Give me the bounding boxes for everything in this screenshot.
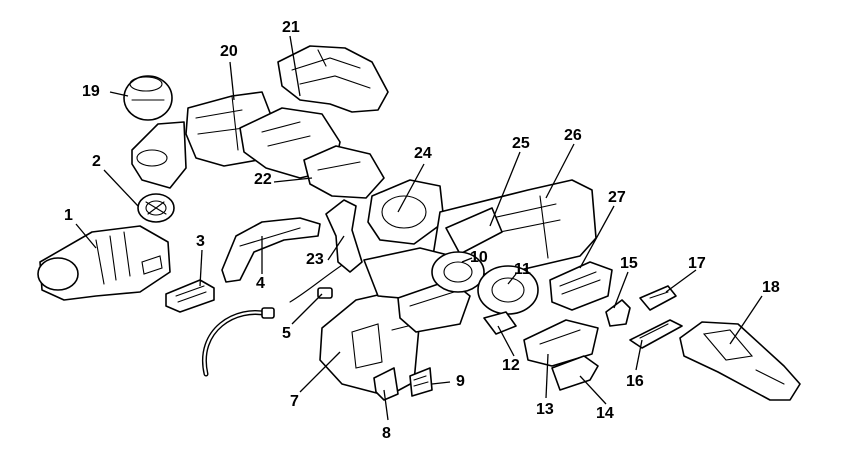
callout-13: 13 [536,401,554,418]
callout-15: 15 [620,255,638,272]
part-12-clip [483,311,517,335]
callout-7: 7 [290,393,299,410]
part-22-blower-cluster [239,107,385,199]
part-3-vent [165,279,215,313]
callout-19: 19 [82,83,100,100]
callout-10: 10 [470,249,488,266]
part-18-console [679,321,801,401]
callout-24: 24 [414,145,432,162]
part-15-bracket [605,299,631,327]
callout-18: 18 [762,279,780,296]
part-16-slotted-bar [629,319,683,349]
callout-1: 1 [64,207,73,224]
part-13-bezel [523,319,599,367]
callout-16: 16 [626,373,644,390]
callout-12: 12 [502,357,520,374]
callout-9: 9 [456,373,465,390]
callout-8: 8 [382,425,391,442]
callout-25: 25 [512,135,530,152]
part-5-cable [202,259,351,377]
part-9-switch [409,367,433,397]
part-10-vent [431,251,485,293]
part-blower-housing [131,121,187,189]
callout-21: 21 [282,19,300,36]
part-14-switch [551,355,599,391]
callout-23: 23 [306,251,324,268]
part-2-blower-fan [137,193,175,223]
part-1-air-intake [37,225,171,301]
part-25-center-vent [445,207,503,255]
callout-5: 5 [282,325,291,342]
part-27-control-module [549,261,613,311]
callout-27: 27 [608,189,626,206]
part-21-duct-housing [277,45,389,113]
callout-20: 20 [220,43,238,60]
part-17-switch [639,285,677,311]
part-4-curved-duct [221,217,321,283]
callout-22: 22 [254,171,272,188]
callout-14: 14 [596,405,614,422]
callout-11: 11 [514,261,531,278]
part-24-round-vent [367,179,445,245]
part-8-clip [373,367,399,401]
callout-4: 4 [256,275,265,292]
leader-lines [75,35,763,421]
callout-3: 3 [196,233,205,250]
callout-2: 2 [92,153,101,170]
callout-26: 26 [564,127,582,144]
part-19-blower-motor [123,75,173,121]
callout-17: 17 [688,255,706,272]
